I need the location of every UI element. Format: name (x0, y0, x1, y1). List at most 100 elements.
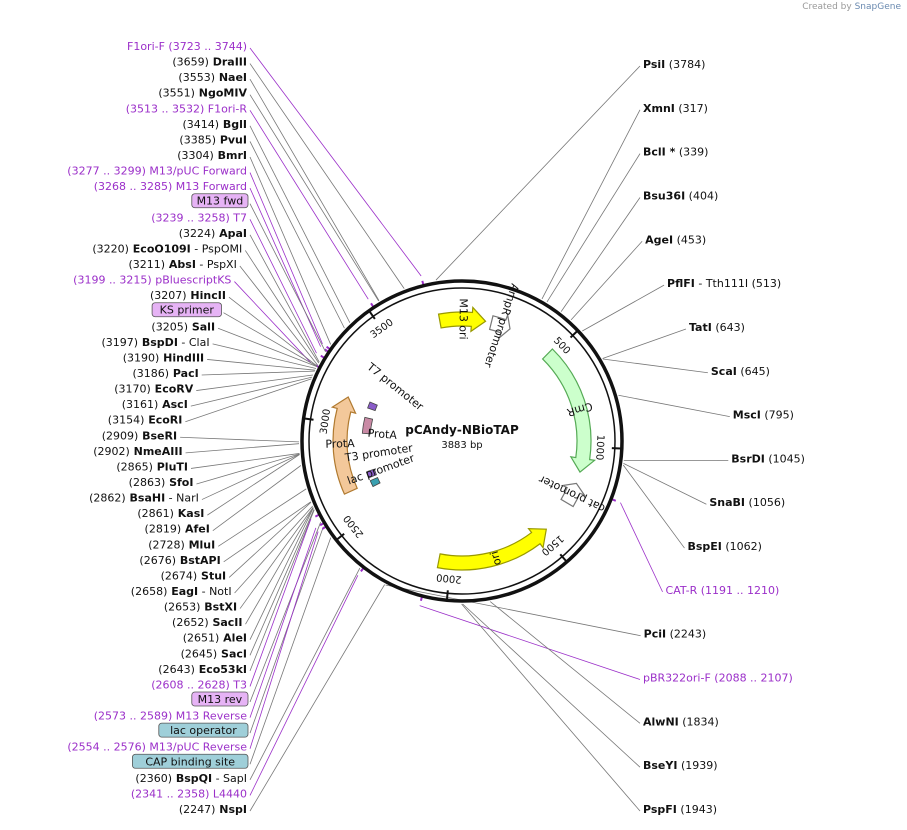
credit-brand: SnapGene (854, 2, 901, 12)
promoter-block (369, 476, 381, 488)
site-label: (3224) ApaI (179, 227, 247, 240)
site-label: (2728) MluI (148, 538, 215, 551)
plasmid-length: 3883 bp (441, 440, 482, 451)
leader-line (623, 463, 707, 505)
leader-line (201, 453, 300, 500)
leader-line (218, 488, 307, 547)
leader-line (249, 219, 317, 354)
feature-label: M13 ori (457, 298, 470, 339)
leader-line (228, 501, 312, 578)
site-label: Bsu36I (404) (643, 189, 718, 202)
primer-label: (2554 .. 2576) M13/pUC Reverse (67, 741, 247, 754)
leader-line (212, 465, 302, 532)
feature-label: AmpR promoter (481, 282, 521, 369)
leader-line (249, 141, 345, 329)
leader-line (239, 265, 318, 366)
tick-mark (336, 533, 345, 541)
site-label: (3161) AscI (122, 398, 188, 411)
promoter-block (367, 401, 378, 412)
site-label: (2861) KasI (137, 507, 204, 520)
primer-label: F1ori-F (3723 .. 3744) (127, 40, 247, 53)
leader-line (196, 374, 314, 391)
site-label: (3385) PvuI (179, 133, 247, 146)
site-label: (2674) StuI (161, 569, 227, 582)
site-label: (2658) EagI - NotI (131, 585, 232, 598)
feature-label: ProtA (325, 437, 355, 451)
leader-line (419, 605, 641, 680)
promoter-label: ProtA (367, 427, 398, 442)
leader-line (249, 63, 405, 289)
leader-line (185, 443, 300, 454)
leader-line (217, 327, 318, 368)
feature-ori (436, 527, 548, 571)
site-label: AlwNI (1834) (643, 715, 719, 728)
tick-label: 3500 (369, 317, 396, 341)
primer-label: (3513 .. 3532) F1ori-R (126, 102, 248, 115)
tick-mark (445, 590, 449, 600)
leader-line (201, 370, 315, 376)
site-label: PspFI (1943) (643, 803, 717, 816)
leader-line (180, 436, 300, 443)
site-label: (3197) BspDI - ClaI (101, 336, 209, 349)
leader-line (249, 47, 422, 277)
leader-line (249, 575, 359, 796)
site-label: (2653) BstXI (164, 601, 237, 614)
primer-label: (2573 .. 2589) M13 Reverse (94, 710, 247, 723)
site-label: BspEI (1062) (687, 540, 762, 553)
site-label: BclI * (339) (643, 146, 708, 159)
site-label: (2865) PluTI (116, 460, 188, 473)
primer-label: (3199 .. 3215) pBluescriptKS (73, 274, 231, 287)
primer-label: CAT-R (1191 .. 1210) (666, 584, 780, 597)
leader-line (249, 526, 324, 734)
leader-line (249, 537, 332, 765)
feature-box-label: lac operator (170, 724, 237, 737)
leader-line (249, 518, 312, 687)
leader-line (249, 203, 326, 353)
leader-line (249, 531, 319, 749)
leader-line (249, 507, 314, 640)
primer-label: (3239 .. 3258) T7 (151, 211, 247, 224)
leader-line (435, 65, 641, 281)
feature-box (151, 302, 222, 318)
site-label: (2652) SacII (172, 616, 242, 629)
tick-label: 2000 (436, 571, 462, 584)
leader-line (249, 125, 351, 323)
leader-line (582, 284, 665, 332)
leader-line (249, 509, 315, 656)
leader-line (190, 376, 313, 407)
feature-box-label: KS primer (160, 304, 215, 317)
leader-line (249, 234, 320, 363)
site-label: PsiI (3784) (643, 58, 705, 71)
site-label: AgeI (453) (645, 233, 706, 246)
site-label: (3186) PacI (132, 367, 198, 380)
leader-line (207, 359, 316, 371)
site-label: PflFI - Tth111I (513) (667, 277, 781, 290)
site-label: (2863) SfoI (129, 476, 194, 489)
leader-line (546, 153, 641, 303)
leader-line (618, 394, 730, 417)
site-label: (3205) SalI (151, 320, 215, 333)
site-label: XmnI (317) (643, 102, 708, 115)
leader-line (489, 601, 641, 724)
primer-label: (3277 .. 3299) M13/pUC Forward (67, 165, 247, 178)
leader-line (228, 296, 318, 367)
site-label: (3551) NgoMIV (158, 87, 247, 100)
primer-label: (3268 .. 3285) M13 Forward (94, 180, 247, 193)
tick-mark (304, 417, 314, 421)
tick-mark (368, 310, 376, 320)
leader-line (570, 241, 643, 321)
site-label: TatI (643) (689, 321, 745, 334)
leader-line (620, 502, 663, 593)
feature-prota (330, 396, 358, 495)
leader-line (190, 453, 300, 469)
leader-line (249, 156, 332, 345)
site-label: BseYI (1939) (643, 759, 718, 772)
site-label: PciI (2243) (644, 628, 707, 641)
leader-line (207, 454, 300, 516)
feature-label: cat promoter (536, 472, 607, 515)
site-label: (2247) NspI (179, 803, 247, 816)
site-label: (3190) HindIII (123, 351, 204, 364)
site-label: BsrDI (1045) (731, 452, 805, 465)
leader-line (249, 78, 380, 301)
